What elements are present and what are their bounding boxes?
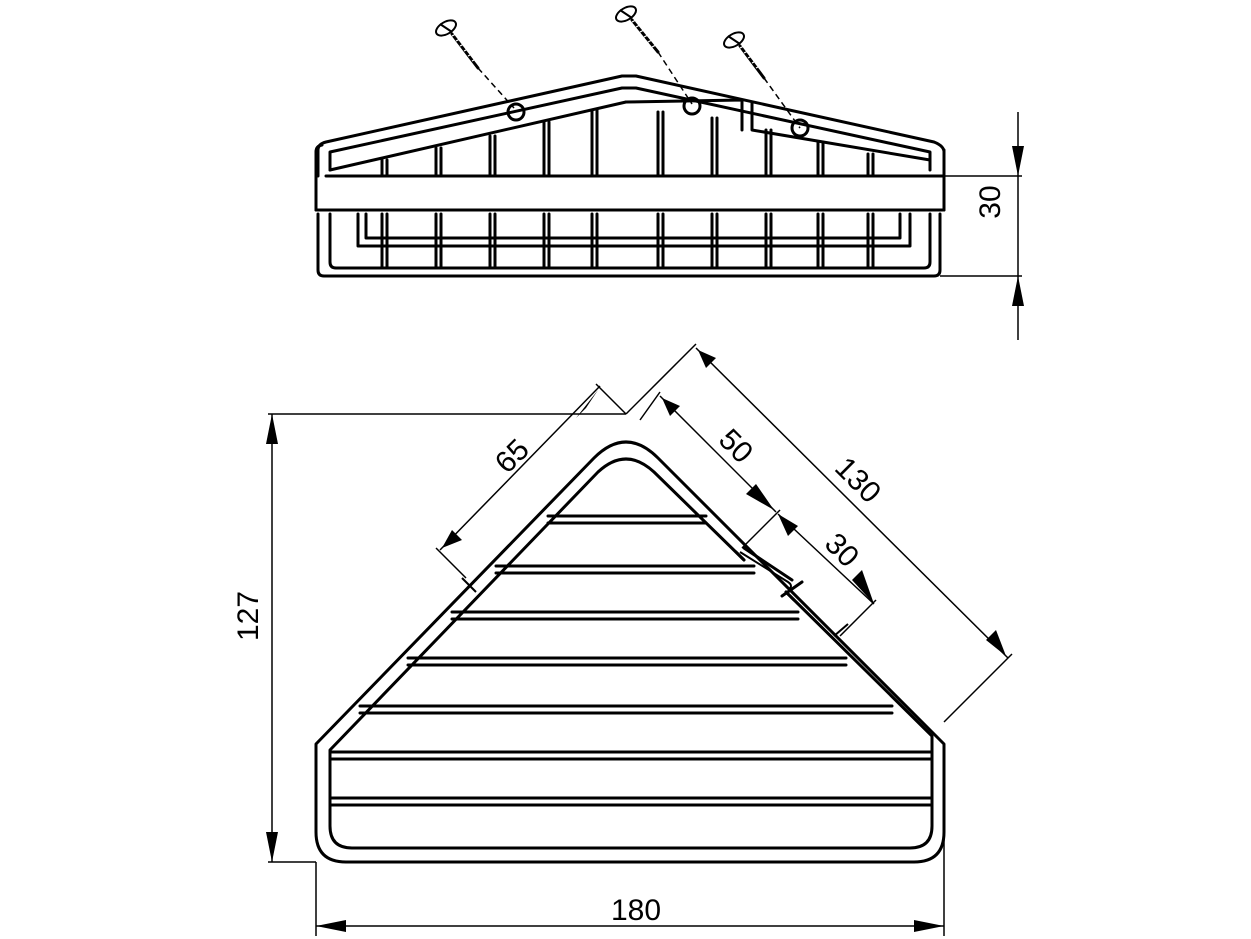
- screw-middle: [615, 5, 693, 105]
- screw-left: [435, 19, 515, 109]
- dimension-label-180: 180: [611, 894, 661, 927]
- dimension-height-side: 30: [940, 112, 1024, 340]
- dimension-edge-50: 50: [639, 391, 781, 549]
- dimension-label-65: 65: [489, 433, 536, 480]
- dimension-label-127: 127: [232, 591, 265, 641]
- dimension-edge-65: 65: [435, 383, 627, 579]
- dimension-label-30-vertical: 30: [974, 185, 1007, 218]
- dimension-label-130: 130: [828, 451, 887, 510]
- plan-view: [314, 440, 946, 864]
- dimension-height-plan: 127: [232, 413, 626, 863]
- dimension-label-50: 50: [712, 423, 759, 470]
- screw-right: [723, 31, 801, 129]
- dimension-label-30-diagonal: 30: [818, 527, 865, 574]
- dimension-width: 180: [315, 832, 945, 936]
- side-view: [314, 5, 946, 278]
